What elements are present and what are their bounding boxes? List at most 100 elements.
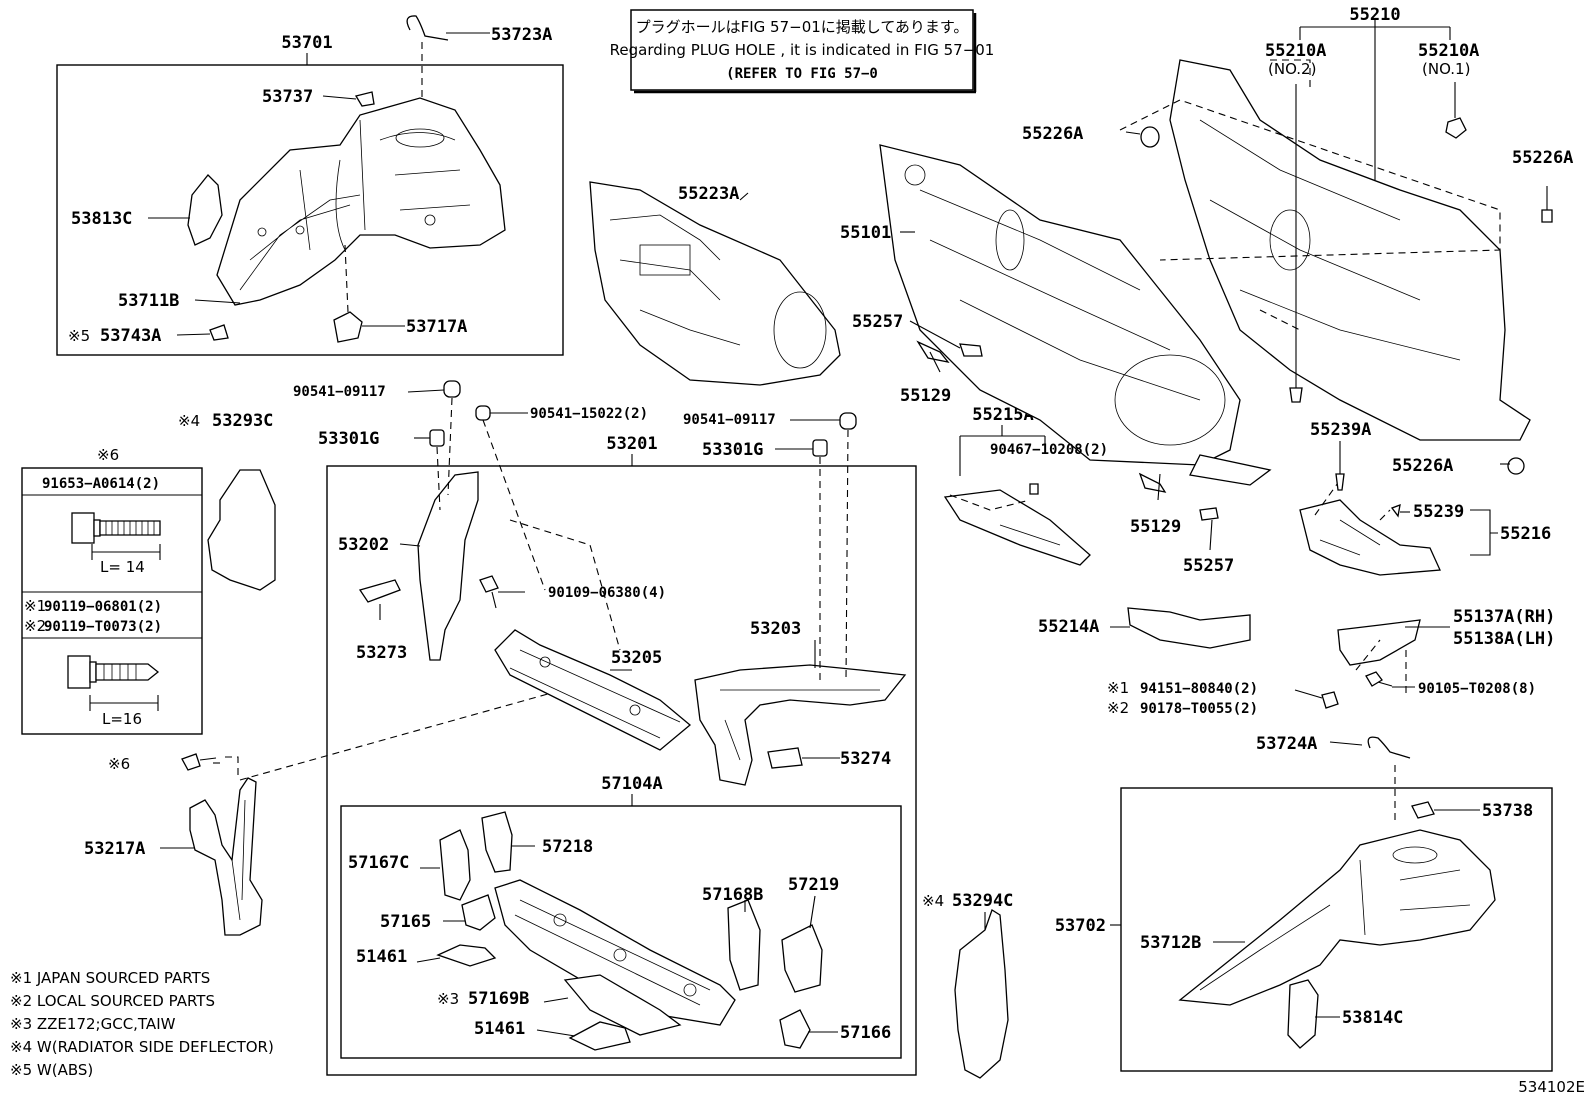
plate-53717A-drawing [333,311,363,343]
cowl-55215A-drawing [943,483,1091,566]
label-90178-T0055: 90178−T0055(2) [1140,701,1258,717]
label-94151-80840: 94151−80840(2) [1140,681,1258,697]
label-55223A: 55223A [678,184,739,204]
hook-53723A-drawing [406,15,449,100]
label-55239: 55239 [1413,502,1464,522]
bracket-53274-drawing [767,747,803,769]
label-53217A: 53217A [84,839,145,859]
bracket-53814C-drawing [1287,979,1319,1049]
mark-53294C: ※4 [922,892,944,910]
label-55226A-a: 55226A [1022,124,1083,144]
label-53712B: 53712B [1140,933,1201,953]
footnote-1: ※1 JAPAN SOURCED PARTS [10,969,210,987]
label-57166: 57166 [840,1023,891,1043]
label-53814C: 53814C [1342,1008,1403,1028]
label-55210A-no1-sub: (NO.1) [1422,60,1470,78]
bolt-91653-drawing [71,512,161,560]
brace-53203-drawing [694,664,907,786]
bolt-reference-box [21,467,203,735]
label-55129a: 55129 [900,386,951,406]
clip-55226A-a-drawing [1125,126,1160,148]
plug-hole-notice: プラグホールはFIG 57−01に掲載してあります。 Regarding PLU… [610,9,995,94]
mark-90178: ※2 [1107,699,1129,717]
label-57168B: 57168B [702,885,763,905]
part-number-labels: 53723A 53737 53813C 53711B ※5 53743A 537… [24,25,1573,1043]
group-box-57104A [340,805,902,1059]
label-55210A-no2: 55210A [1265,41,1326,61]
footnote-2: ※2 LOCAL SOURCED PARTS [10,992,215,1010]
group-label-57104A: 57104A [601,774,662,794]
bracket-55137A-drawing [1337,619,1421,666]
label-55226A-c: 55226A [1392,456,1453,476]
label-55257b: 55257 [1183,556,1234,576]
label-90541-09117-a: 90541−09117 [293,384,386,400]
bracket-57166-drawing [779,1009,811,1049]
label-53743A: 53743A [100,326,161,346]
clip-55257a-drawing [959,343,983,357]
bracket-57218-drawing [481,811,513,873]
group-label-53702: 53702 [1055,916,1106,936]
label-91653-A0614: 91653−A0614(2) [42,476,160,492]
leader-lines [148,32,1498,1037]
insulator-51461a-drawing [436,944,497,967]
label-53723A: 53723A [491,25,552,45]
hook-53724A-drawing [1367,736,1411,759]
label-53717A: 53717A [406,317,467,337]
mark-90119-T0073: ※2 [24,617,46,635]
bracket-57165-drawing [461,894,496,931]
label-55226A-b: 55226A [1512,148,1573,168]
group-box-53701 [56,64,564,356]
group-label-55215A: 55215A [972,405,1033,425]
mark-bolt-box: ※6 [97,446,119,464]
label-53202: 53202 [338,535,389,555]
notice-en: Regarding PLUG HOLE , it is indicated in… [610,41,995,59]
silencer-55223A-drawing [589,181,841,386]
bolt-90109-drawing [479,575,499,609]
grommet-90541a-drawing [443,380,461,496]
deflector-53293C-drawing [207,469,276,591]
footnote-5: ※5 W(ABS) [10,1061,93,1079]
clip-55257b-drawing [1199,507,1219,521]
label-57169B: 57169B [468,989,529,1009]
label-53301G-a: 53301G [318,429,379,449]
figure-id: 534102E [1518,1078,1585,1096]
bracket-53273-drawing [358,579,401,603]
label-55210A-no2-sub: (NO.2) [1268,60,1316,78]
mark-94151: ※1 [1107,679,1129,697]
label-55216: 55216 [1500,524,1551,544]
deflector-53294C-drawing [954,909,1009,1079]
label-90119-T0073: 90119−T0073(2) [44,619,162,635]
group-box-53702 [1120,787,1553,1072]
label-53293C: 53293C [212,411,273,431]
bracket-53743A-drawing [209,324,229,341]
footnote-3: ※3 ZZE172;GCC,TAIW [10,1015,176,1033]
notice-ref: (REFER TO FIG 57−0 [726,66,878,82]
footnote-4: ※4 W(RADIATOR SIDE DEFLECTOR) [10,1038,274,1056]
reinforcement-57169B-drawing [563,974,682,1036]
label-53274: 53274 [840,749,891,769]
label-57219: 57219 [788,875,839,895]
label-53813C: 53813C [71,209,132,229]
label-55257a: 55257 [852,312,903,332]
bracket-55129a-drawing [916,340,950,363]
grommet-90541b-drawing [839,412,857,681]
bolt-90105-drawing [1355,639,1407,698]
group-bracket-55215A: 55215A [959,405,1046,476]
label-53294C: 53294C [952,891,1013,911]
label-53711B: 53711B [118,291,179,311]
support-53205-drawing [494,629,692,751]
pillar-53217A-drawing [181,684,581,936]
label-53273: 53273 [356,643,407,663]
nut-94151-drawing [1321,691,1339,709]
footnotes: ※1 JAPAN SOURCED PARTS ※2 LOCAL SOURCED … [10,969,274,1079]
label-55137A: 55137A(RH) [1453,607,1555,627]
clip-55226A-b-drawing [1541,186,1553,223]
label-53724A: 53724A [1256,734,1317,754]
label-53205: 53205 [611,648,662,668]
group-bracket-55210: 55210 [1299,5,1451,180]
bracket-57219-drawing [781,924,823,993]
label-55138A: 55138A(LH) [1453,629,1555,649]
label-90119-06801: 90119−06801(2) [44,599,162,615]
mark-90119-06801: ※1 [24,597,46,615]
